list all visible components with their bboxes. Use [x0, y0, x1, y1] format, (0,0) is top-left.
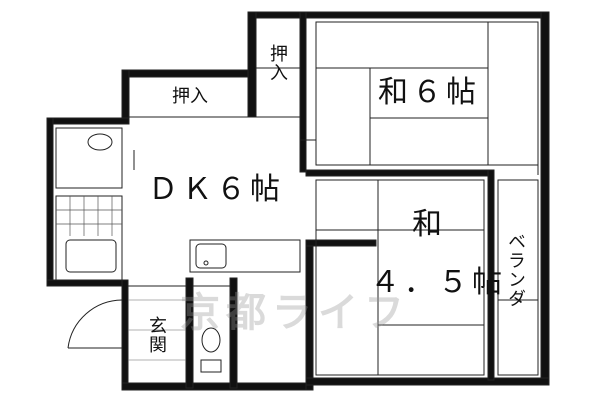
watermark: 京都ライフ — [180, 290, 410, 336]
room-label-tatami-6: 和６帖 — [378, 75, 480, 110]
room-label-tatami-45-top: 和 — [412, 207, 446, 242]
toilet-bottom — [192, 285, 231, 384]
entrance — [67, 285, 187, 384]
bathroom — [55, 195, 123, 281]
kitchen-counter — [189, 239, 301, 273]
room-label-dk: ＤＫ６帖 — [148, 172, 284, 207]
veranda-label: ベランダ — [505, 232, 526, 308]
toilet-top — [55, 127, 123, 189]
room-label-tatami-45-bottom: ４．５帖 — [370, 265, 506, 300]
veranda — [497, 60, 539, 376]
tatami-45 — [315, 179, 485, 376]
closet-dk — [128, 76, 249, 118]
entrance-label: 玄関 — [146, 316, 167, 354]
closet-dk-label: 押入 — [172, 86, 208, 107]
outer-wall — [247, 11, 547, 19]
closet-top-label: 押入 — [267, 44, 288, 82]
